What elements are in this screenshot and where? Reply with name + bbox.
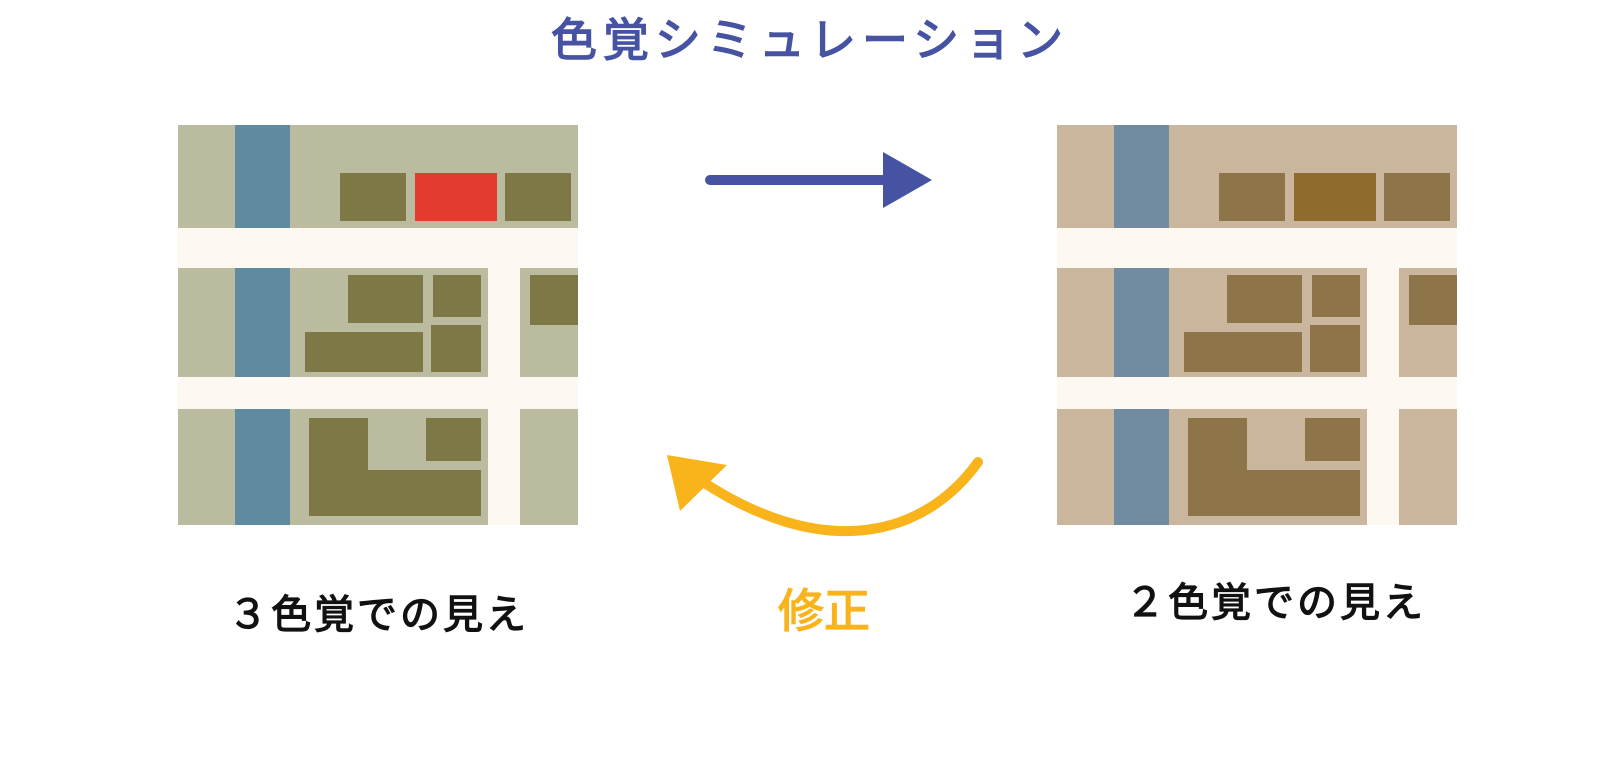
correction-label: 修正 bbox=[778, 584, 870, 638]
building bbox=[1227, 275, 1302, 323]
page-title: 色覚シミュレーション bbox=[550, 13, 1070, 67]
building bbox=[340, 173, 406, 221]
building bbox=[505, 173, 571, 221]
dichromat-map bbox=[1057, 125, 1457, 525]
road-vertical bbox=[1367, 268, 1399, 525]
building bbox=[431, 325, 481, 372]
building bbox=[1384, 173, 1450, 221]
highlight-building bbox=[1294, 173, 1376, 221]
building bbox=[1409, 275, 1457, 325]
building bbox=[433, 275, 481, 317]
building bbox=[1184, 332, 1302, 372]
correction-arrow-icon bbox=[667, 455, 983, 537]
dichromat-caption: ２色覚での見え bbox=[1125, 580, 1426, 626]
building bbox=[1305, 418, 1360, 461]
river bbox=[235, 125, 290, 525]
building bbox=[1219, 173, 1285, 221]
simulation-arrow-icon bbox=[705, 152, 932, 208]
building bbox=[530, 275, 578, 325]
trichromat-caption: ３色覚での見え bbox=[228, 592, 529, 638]
building bbox=[1310, 325, 1360, 372]
building bbox=[426, 418, 481, 461]
highlight-building bbox=[415, 173, 497, 221]
building bbox=[348, 275, 423, 323]
road-horizontal bbox=[178, 228, 578, 268]
road-vertical bbox=[488, 268, 520, 525]
road-horizontal bbox=[1057, 228, 1457, 268]
trichromat-map bbox=[178, 125, 578, 525]
building bbox=[1188, 470, 1360, 516]
building bbox=[305, 332, 423, 372]
river bbox=[1114, 125, 1169, 525]
building bbox=[1312, 275, 1360, 317]
building bbox=[309, 470, 481, 516]
